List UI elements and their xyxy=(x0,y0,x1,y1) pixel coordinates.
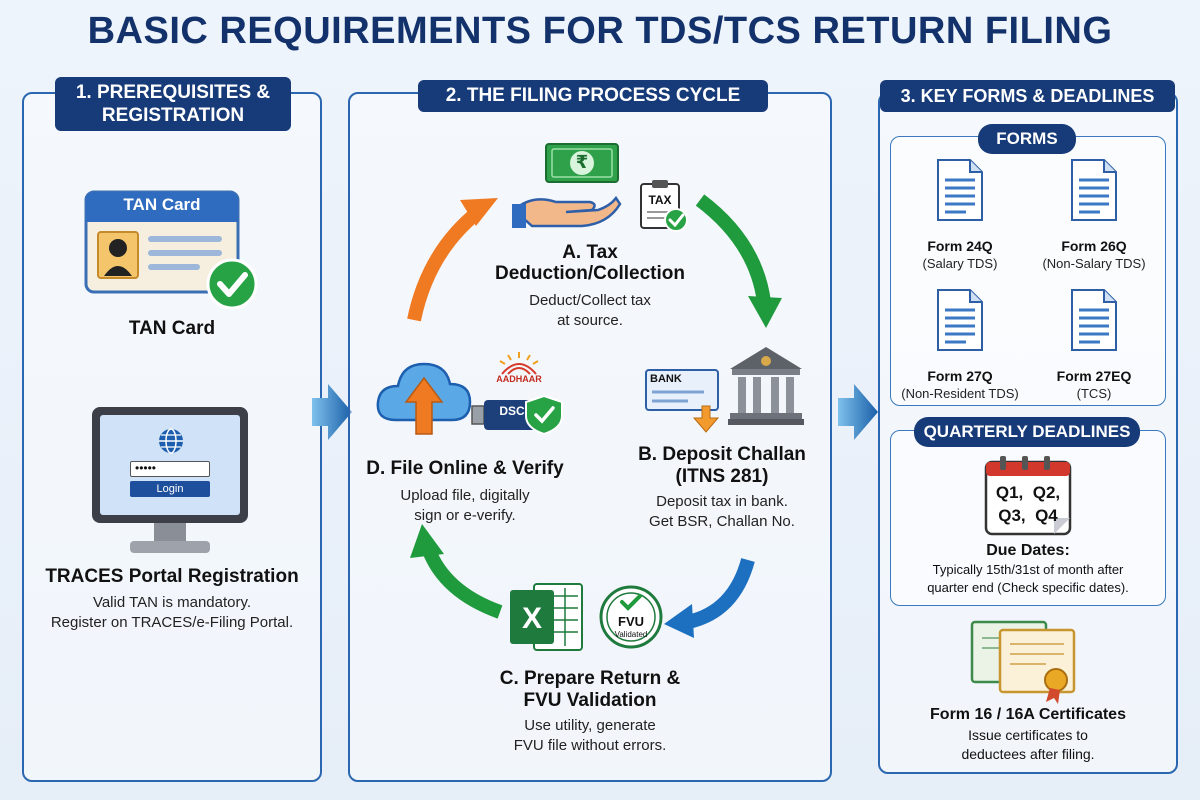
step-d-desc-line1: Upload file, digitally xyxy=(400,487,530,504)
excel-x-text: X xyxy=(521,602,542,635)
form-document-icon xyxy=(937,289,983,351)
rupee-symbol: ₹ xyxy=(575,152,589,172)
step-c-desc-line1: Use utility, generate xyxy=(524,717,656,734)
due-dates-title: Due Dates: xyxy=(986,542,1070,559)
tan-card-icon xyxy=(84,190,258,310)
form-description: (Salary TDS) xyxy=(922,256,998,271)
flow-arrow-right-icon xyxy=(838,384,878,440)
cycle-arrows xyxy=(407,194,782,638)
tan-card-label: TAN Card xyxy=(128,318,216,339)
tan-card-header-text: TAN Card xyxy=(123,195,201,214)
step-b-title-line1: B. Deposit Challan xyxy=(638,444,806,465)
dsc-token-icon xyxy=(471,394,563,436)
form-document-icon xyxy=(1071,289,1117,351)
fvu-badge-text: FVU xyxy=(618,614,644,629)
step-a-title-line2: Deduction/Collection xyxy=(495,263,685,284)
form-document-icon xyxy=(937,159,983,221)
traces-desc-line2: Register on TRACES/e-Filing Portal. xyxy=(50,614,294,631)
step-d-title: D. File Online & Verify xyxy=(366,458,564,479)
step-a-desc-line2: at source. xyxy=(557,312,623,329)
blue-cycle-arrow xyxy=(686,558,755,629)
calendar-icon xyxy=(984,456,1072,536)
step-c-title-line2: FVU Validation xyxy=(523,690,657,711)
forms-subpanel xyxy=(890,136,1166,406)
deadlines-subheading: QUARTERLY DEADLINES xyxy=(914,417,1140,447)
aadhaar-logo-icon xyxy=(499,352,539,375)
step-d-desc-line2: sign or e-verify. xyxy=(414,507,516,524)
forms-subheading: FORMS xyxy=(978,124,1076,154)
due-dates-line1: Typically 15th/31st of month after xyxy=(932,562,1124,577)
cheque-icon xyxy=(645,369,720,433)
form-name: Form 24Q xyxy=(927,238,993,254)
tax-clipboard-text: TAX xyxy=(648,193,672,207)
step-a-desc-line1: Deduct/Collect tax xyxy=(529,292,651,309)
traces-desc-line1: Valid TAN is mandatory. xyxy=(92,594,252,611)
orange-cycle-arrow xyxy=(407,206,483,322)
excel-file-icon xyxy=(510,583,583,651)
step-b-desc-line2: Get BSR, Challan No. xyxy=(649,513,795,530)
certificate-title: Form 16 / 16A Certificates xyxy=(930,706,1126,723)
tax-clipboard-icon xyxy=(640,180,688,232)
filing-process-heading: 2. THE FILING PROCESS CYCLE xyxy=(418,80,768,112)
calendar-text-line2: Q3, Q4 xyxy=(998,506,1058,525)
page-title: BASIC REQUIREMENTS FOR TDS/TCS RETURN FI… xyxy=(87,10,1113,52)
certificate-line2: deductees after filing. xyxy=(961,746,1095,762)
form-name: Form 27Q xyxy=(927,368,993,384)
dsc-text: DSC xyxy=(499,404,525,418)
calendar-text-line1: Q1, Q2, xyxy=(995,483,1061,502)
step-a-title-line1: A. Tax xyxy=(562,242,618,263)
due-dates-line2: quarter end (Check specific dates). xyxy=(927,580,1129,595)
cheque-bank-text: BANK xyxy=(650,373,682,385)
green-cycle-arrow xyxy=(421,545,503,619)
form-name: Form 26Q xyxy=(1061,238,1127,254)
traces-label: TRACES Portal Registration xyxy=(45,566,299,587)
login-button[interactable]: Login xyxy=(130,481,210,497)
bank-building-icon xyxy=(728,347,804,425)
globe-icon xyxy=(159,428,183,454)
aadhaar-text: AADHAAR xyxy=(496,374,542,384)
form-name: Form 27EQ xyxy=(1056,368,1132,384)
step-c-desc-line2: FVU file without errors. xyxy=(513,737,667,754)
prerequisites-heading: 1. PREREQUISITES & REGISTRATION xyxy=(55,77,291,131)
form-description: (Non-Salary TDS) xyxy=(1042,256,1146,271)
form-description: (Non-Resident TDS) xyxy=(901,386,1019,401)
password-field[interactable]: ••••• xyxy=(130,461,210,477)
fvu-validated-badge-icon xyxy=(599,585,663,649)
step-b-title-line2: (ITNS 281) xyxy=(675,466,769,487)
step-c-title-line1: C. Prepare Return & xyxy=(499,668,681,689)
green-cycle-arrow xyxy=(695,194,771,304)
certificate-icon xyxy=(970,620,1076,704)
certificate-line1: Issue certificates to xyxy=(968,727,1088,743)
flow-arrow-right-icon xyxy=(312,384,352,440)
form-description: (TCS) xyxy=(1076,386,1112,401)
form-document-icon xyxy=(1071,159,1117,221)
fvu-badge-subtext: Validated xyxy=(614,630,648,639)
step-b-desc-line1: Deposit tax in bank. xyxy=(656,493,788,510)
forms-deadlines-heading: 3. KEY FORMS & DEADLINES xyxy=(880,80,1175,112)
money-hand-icon xyxy=(512,143,622,228)
cloud-upload-icon xyxy=(376,362,472,435)
